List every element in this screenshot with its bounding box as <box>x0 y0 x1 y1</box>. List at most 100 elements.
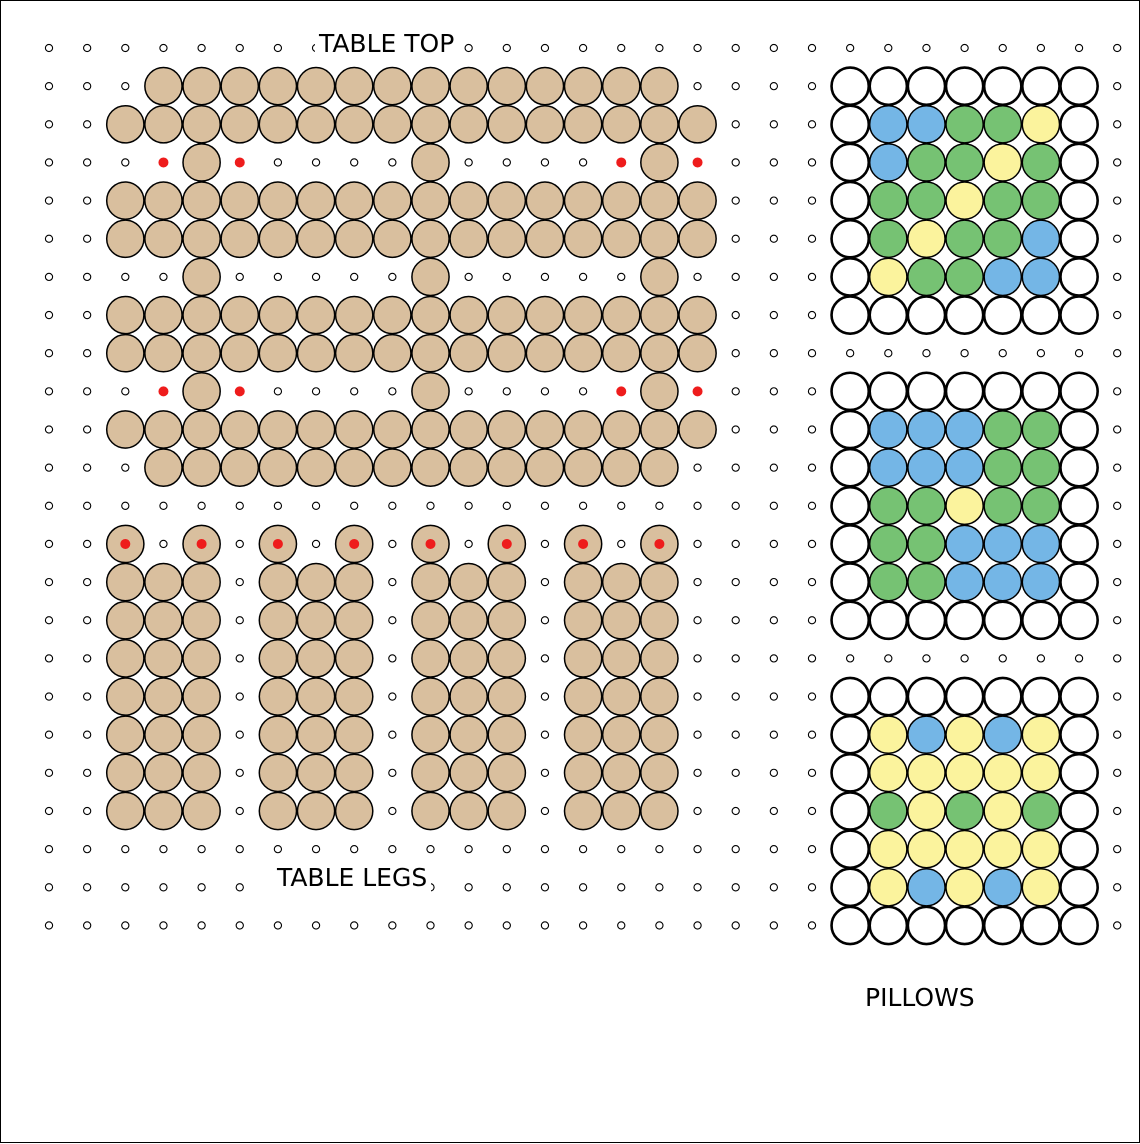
empty-peg <box>45 159 52 166</box>
empty-peg <box>999 350 1006 357</box>
empty-peg <box>389 159 396 166</box>
tan-bead <box>603 754 640 791</box>
red-marker-dot <box>120 539 130 549</box>
red-marker-dot <box>616 157 626 167</box>
empty-peg <box>84 197 91 204</box>
empty-peg <box>389 502 396 509</box>
tan-bead <box>412 144 449 181</box>
tan-bead <box>488 220 525 257</box>
empty-peg <box>618 502 625 509</box>
tan-bead <box>145 678 182 715</box>
empty-peg <box>770 121 777 128</box>
red-marker-dot <box>235 386 245 396</box>
empty-peg <box>198 846 205 853</box>
empty-peg <box>122 502 129 509</box>
tan-bead <box>412 678 449 715</box>
empty-peg <box>503 388 510 395</box>
empty-peg <box>694 579 701 586</box>
empty-peg <box>732 273 739 280</box>
green-bead <box>870 564 907 601</box>
empty-peg <box>274 922 281 929</box>
tan-bead <box>679 335 716 372</box>
empty-peg <box>503 44 510 51</box>
empty-peg <box>465 884 472 891</box>
white-bead <box>946 373 983 410</box>
tan-bead <box>641 373 678 410</box>
empty-peg <box>1114 807 1121 814</box>
tan-bead <box>603 449 640 486</box>
white-bead <box>870 296 907 333</box>
red-marker-dot <box>693 386 703 396</box>
blue-bead <box>908 716 945 753</box>
empty-peg <box>770 83 777 90</box>
tan-bead <box>183 411 220 448</box>
white-bead <box>832 525 869 562</box>
white-bead <box>832 144 869 181</box>
green-bead <box>984 411 1021 448</box>
tan-bead <box>259 68 296 105</box>
green-bead <box>908 258 945 295</box>
empty-peg <box>770 884 777 891</box>
empty-peg <box>160 44 167 51</box>
empty-peg <box>732 655 739 662</box>
empty-peg <box>389 922 396 929</box>
white-bead <box>1022 68 1059 105</box>
empty-peg <box>694 693 701 700</box>
empty-peg <box>885 44 892 51</box>
green-bead <box>908 564 945 601</box>
empty-peg <box>808 617 815 624</box>
white-bead <box>832 602 869 639</box>
empty-peg <box>160 540 167 547</box>
tan-bead <box>107 678 144 715</box>
tan-bead <box>221 411 258 448</box>
empty-peg <box>351 846 358 853</box>
empty-peg <box>45 807 52 814</box>
empty-peg <box>236 655 243 662</box>
tan-bead <box>221 68 258 105</box>
yellow-bead <box>946 754 983 791</box>
tan-bead <box>603 792 640 829</box>
tan-bead <box>488 602 525 639</box>
tan-bead <box>374 106 411 143</box>
empty-peg <box>694 617 701 624</box>
empty-peg <box>351 273 358 280</box>
tan-bead <box>259 602 296 639</box>
tan-bead <box>145 68 182 105</box>
tan-bead <box>221 335 258 372</box>
red-marker-dot <box>693 157 703 167</box>
tan-bead <box>183 716 220 753</box>
tan-bead <box>183 678 220 715</box>
tan-bead <box>145 449 182 486</box>
white-bead <box>832 869 869 906</box>
tan-bead <box>107 564 144 601</box>
table-legs-group <box>107 525 678 829</box>
green-bead <box>946 144 983 181</box>
empty-peg <box>580 502 587 509</box>
blue-bead <box>870 106 907 143</box>
empty-peg <box>503 922 510 929</box>
yellow-bead <box>870 831 907 868</box>
tan-bead <box>145 716 182 753</box>
tan-bead <box>603 335 640 372</box>
empty-peg <box>541 540 548 547</box>
empty-peg <box>618 540 625 547</box>
empty-peg <box>694 502 701 509</box>
tan-bead <box>603 564 640 601</box>
tan-bead <box>183 68 220 105</box>
empty-peg <box>1114 235 1121 242</box>
blue-bead <box>1022 525 1059 562</box>
empty-peg <box>312 273 319 280</box>
empty-peg <box>999 655 1006 662</box>
green-bead <box>1022 182 1059 219</box>
empty-peg <box>84 273 91 280</box>
red-marker-dot <box>349 539 359 549</box>
yellow-bead <box>908 831 945 868</box>
pillow <box>832 678 1098 944</box>
tan-bead <box>641 640 678 677</box>
tan-bead <box>488 335 525 372</box>
empty-peg <box>1075 350 1082 357</box>
yellow-bead <box>1022 716 1059 753</box>
blue-bead <box>870 144 907 181</box>
yellow-bead <box>908 792 945 829</box>
